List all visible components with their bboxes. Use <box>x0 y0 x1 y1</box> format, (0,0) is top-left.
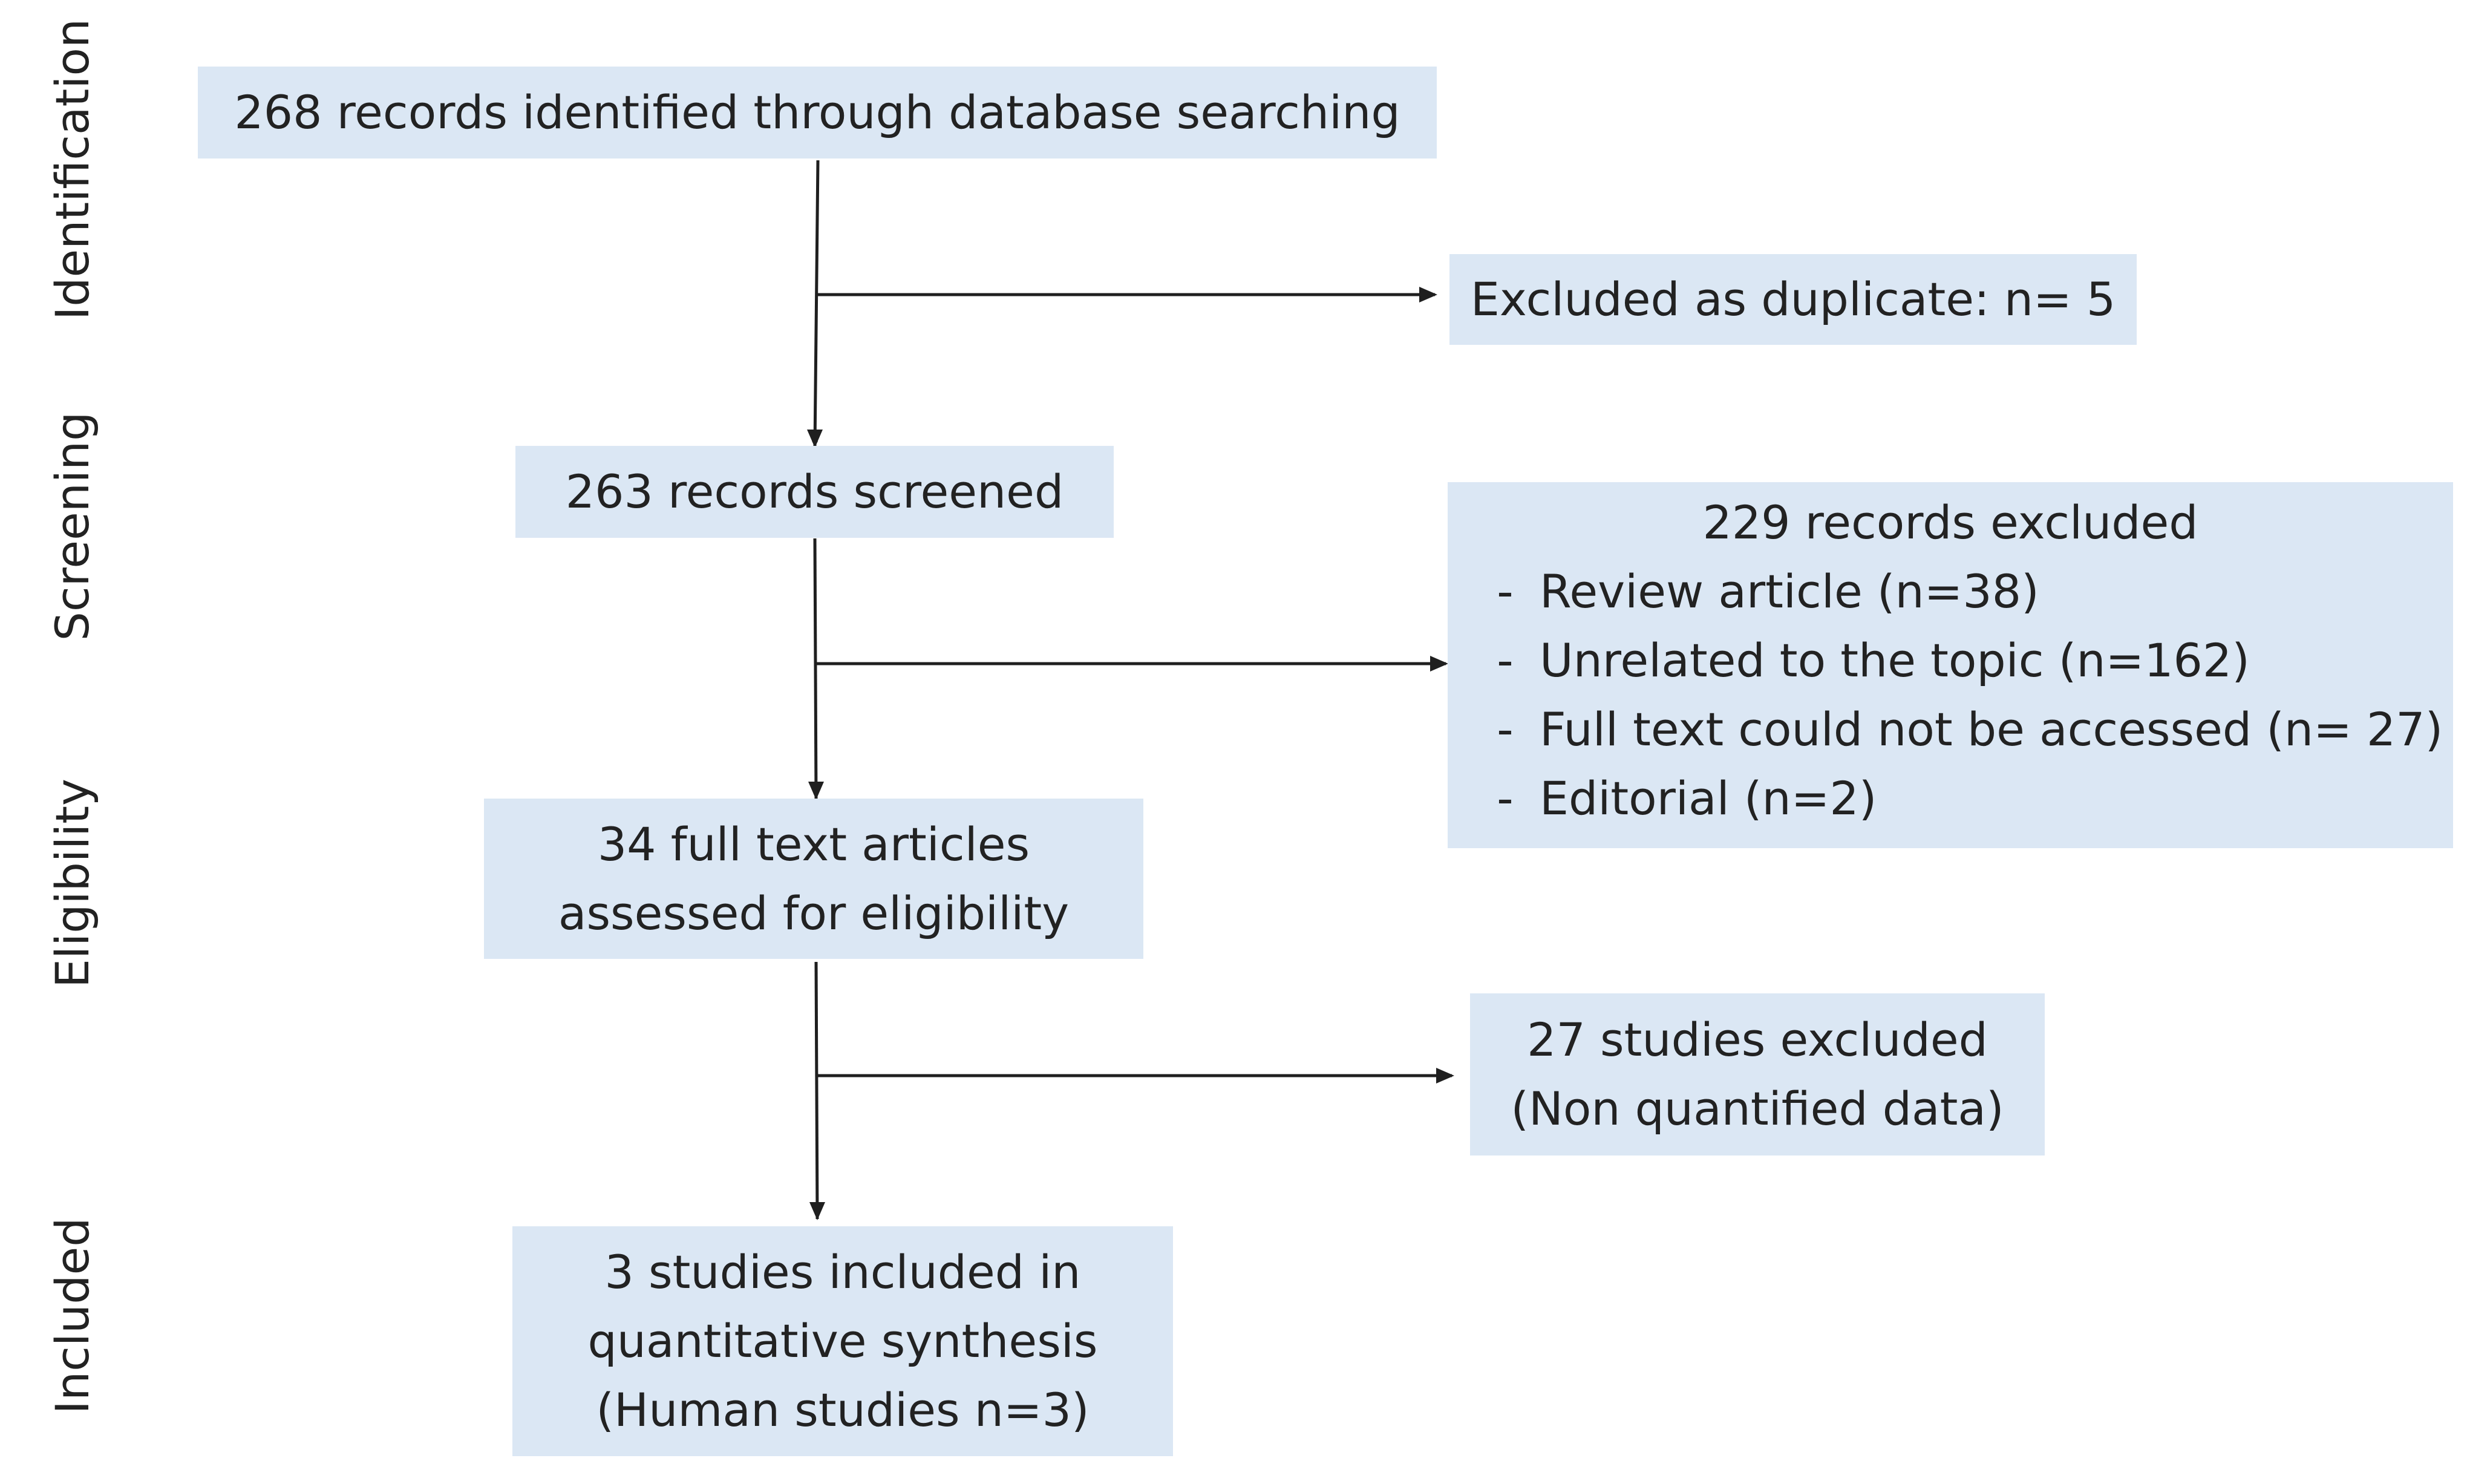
arrow-screened-to-eligibility <box>813 538 818 799</box>
bullet-dash: - <box>1497 771 1514 825</box>
screen-excluded-title: 229 records excluded <box>1702 495 2198 549</box>
arrowhead-eligibility <box>808 782 824 800</box>
arrowhead-duplicates <box>1419 287 1437 302</box>
arrowhead-screen-excluded <box>1430 656 1448 672</box>
exclusion-reason-text: Full text could not be accessed (n= 27) <box>1540 702 2443 756</box>
eligibility-excluded-text-line: (Non quantified data) <box>1511 1082 2004 1136</box>
included-text-line: 3 studies included in <box>604 1245 1081 1299</box>
exclusion-reason-item: - Full text could not be accessed (n= 27… <box>1448 695 2443 764</box>
eligibility-text-line: assessed for eligibility <box>558 886 1070 940</box>
arrow-identified-to-screened <box>812 160 820 447</box>
identified-records-box: 268 records identified through database … <box>198 67 1437 159</box>
arrow-eligibility-to-included <box>814 961 819 1220</box>
exclusion-reason-item: - Unrelated to the topic (n=162) <box>1448 626 2250 695</box>
exclusion-reason-item: - Review article (n=38) <box>1448 557 2039 626</box>
eligibility-box: 34 full text articles assessed for eligi… <box>484 799 1143 959</box>
bullet-dash: - <box>1497 564 1514 618</box>
duplicates-excluded-box: Excluded as duplicate: n= 5 <box>1449 254 2137 345</box>
eligibility-text-line: 34 full text articles <box>597 817 1030 871</box>
records-screened-text: 263 records screened <box>565 465 1064 518</box>
eligibility-excluded-text-line: 27 studies excluded <box>1527 1013 1988 1067</box>
records-screened-box: 263 records screened <box>515 446 1114 538</box>
bullet-dash: - <box>1497 633 1514 687</box>
duplicates-excluded-text: Excluded as duplicate: n= 5 <box>1470 272 2116 326</box>
eligibility-excluded-box: 27 studies excluded (Non quantified data… <box>1470 993 2045 1155</box>
exclusion-reason-item: - Editorial (n=2) <box>1448 764 1877 833</box>
screen-excluded-box: 229 records excluded - Review article (n… <box>1448 482 2453 848</box>
included-studies-box: 3 studies included in quantitative synth… <box>512 1226 1173 1456</box>
arrowhead-elig-excluded <box>1436 1068 1454 1084</box>
exclusion-reason-text: Unrelated to the topic (n=162) <box>1540 633 2250 687</box>
exclusion-reason-text: Review article (n=38) <box>1540 564 2039 618</box>
identified-records-text: 268 records identified through database … <box>234 85 1400 139</box>
included-text-line: quantitative synthesis <box>587 1314 1098 1368</box>
included-text-line: (Human studies n=3) <box>596 1383 1090 1437</box>
bullet-dash: - <box>1497 702 1514 756</box>
arrowhead-included <box>809 1202 825 1220</box>
arrowhead-screened <box>807 430 823 448</box>
exclusion-reason-text: Editorial (n=2) <box>1540 771 1877 825</box>
